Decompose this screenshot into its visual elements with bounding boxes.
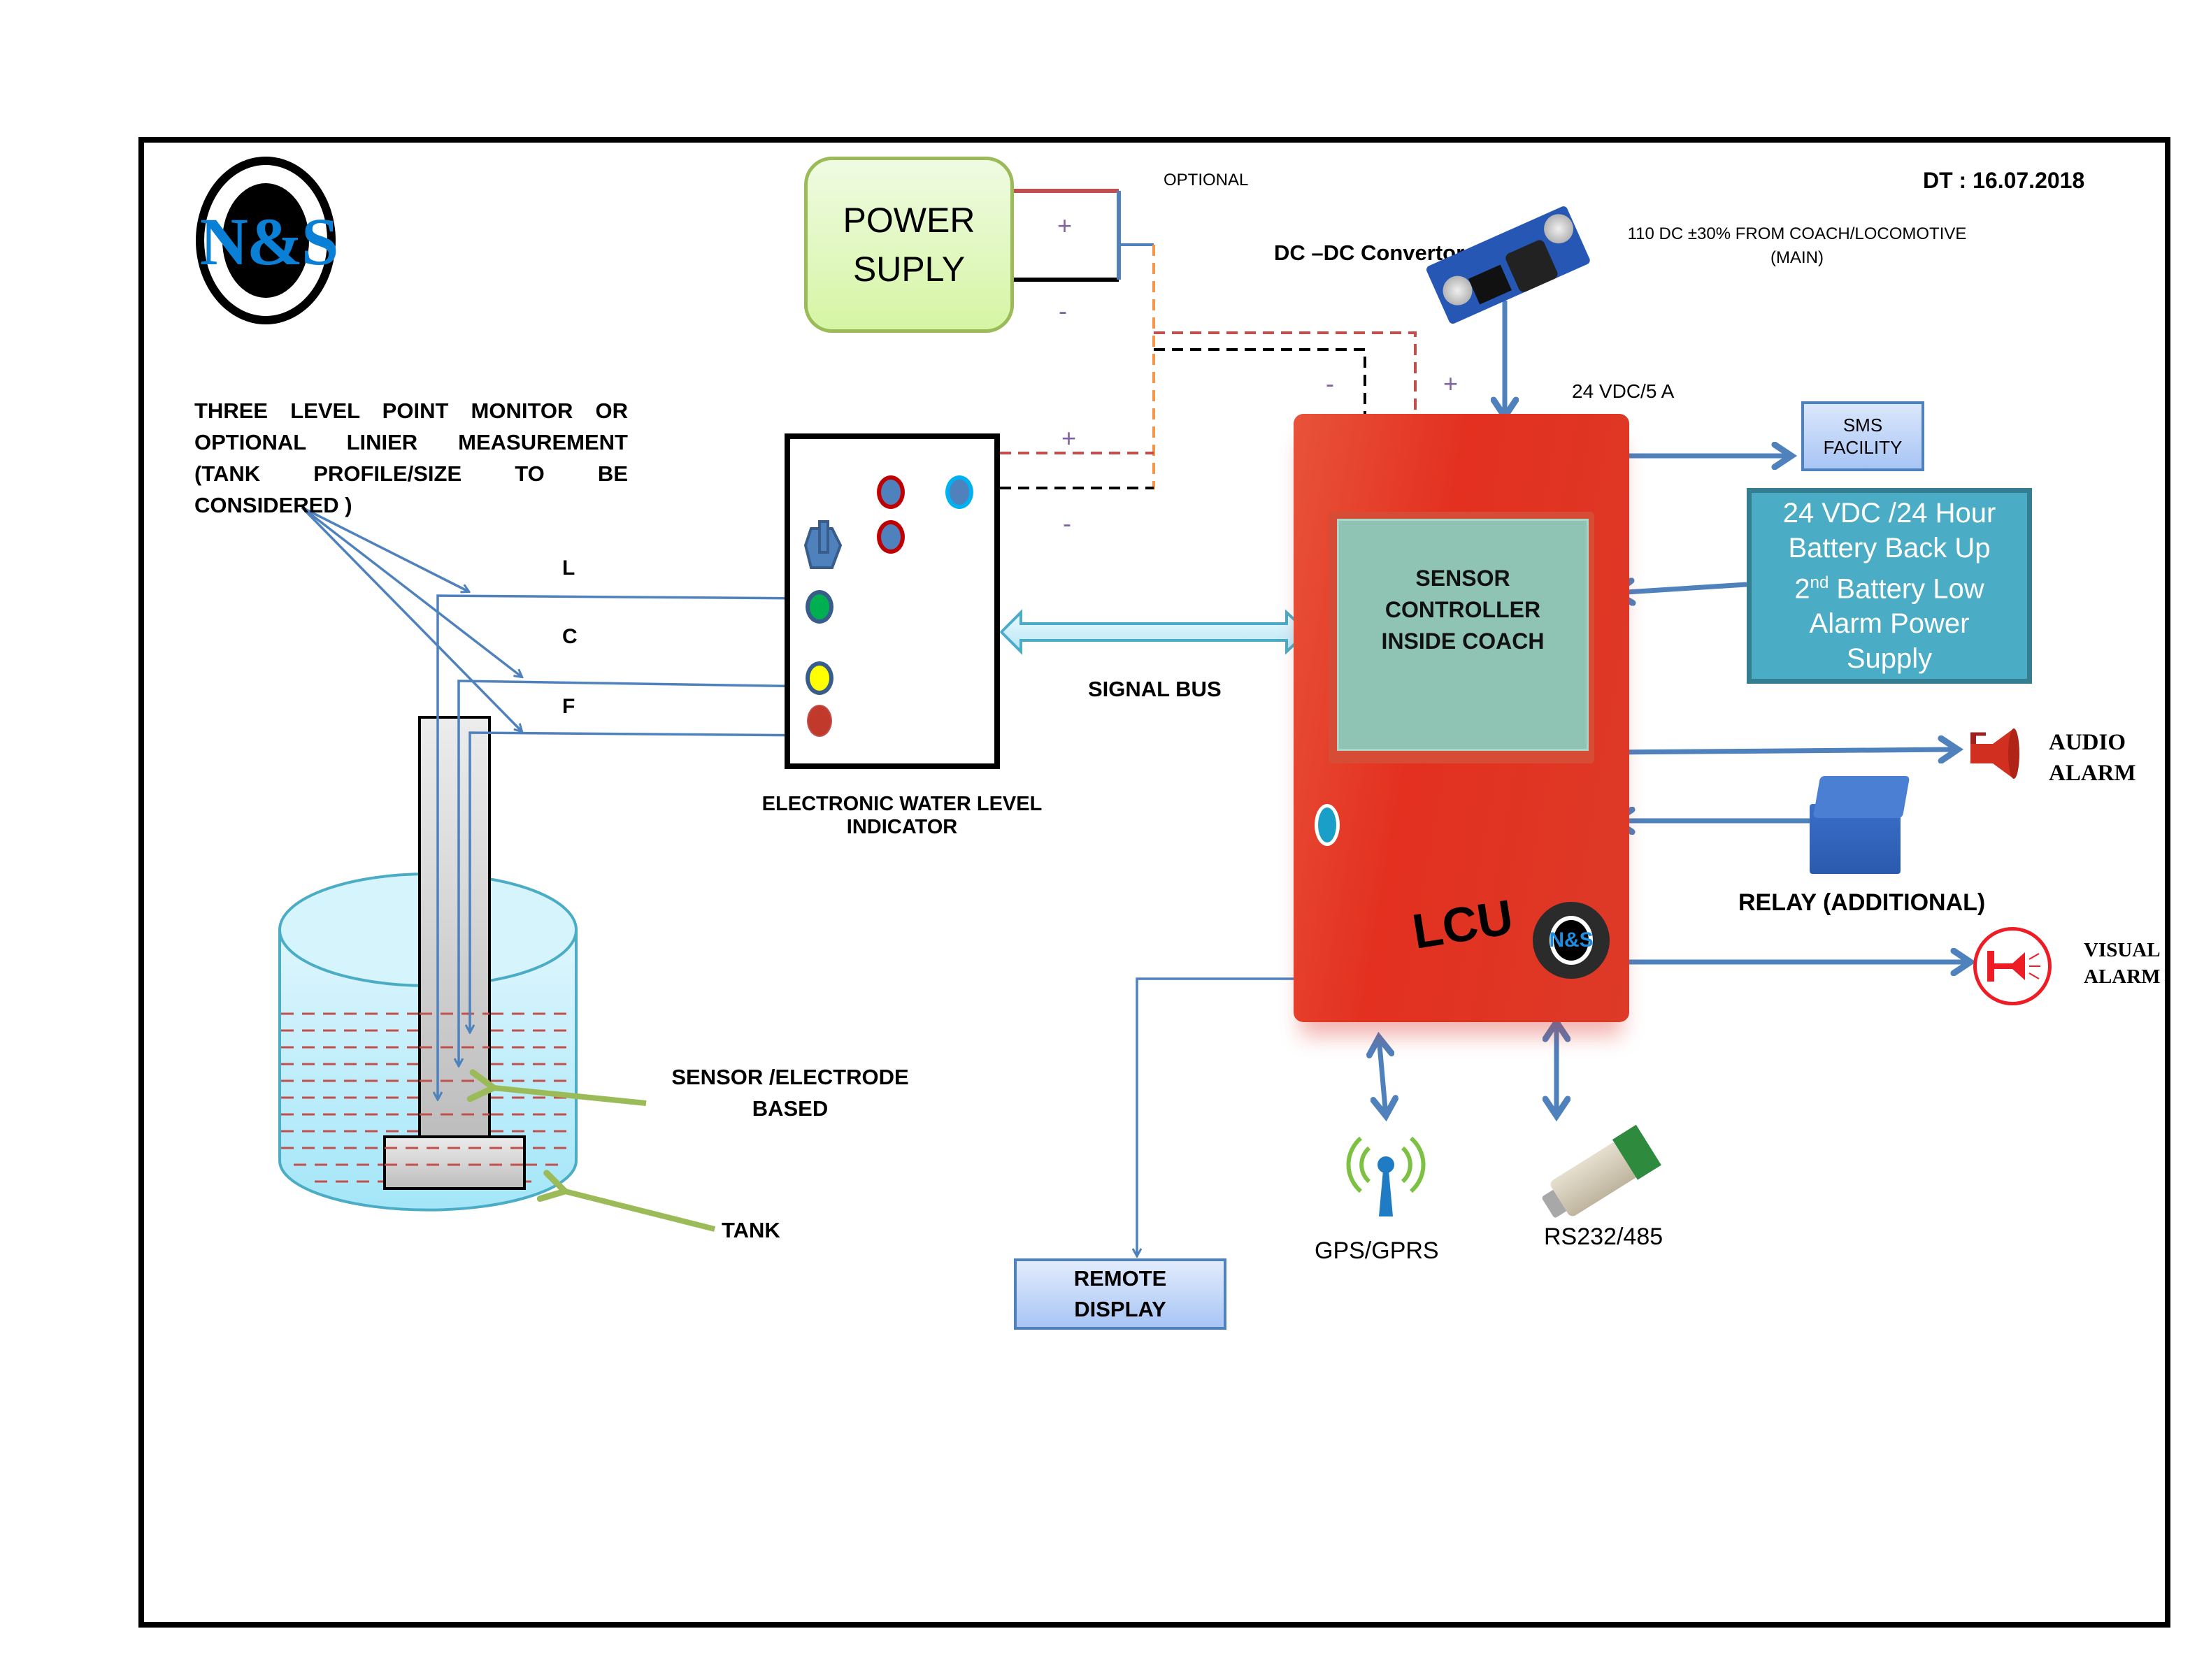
remote-display-line2: DISPLAY: [1074, 1297, 1166, 1321]
sms-line1: SMS: [1842, 415, 1883, 436]
lcu-key-switch[interactable]: [1315, 804, 1340, 846]
remote-display-box: REMOTE DISPLAY: [1014, 1258, 1226, 1330]
sms-line2: FACILITY: [1823, 437, 1903, 458]
power-supply-line2: SUPLY: [852, 250, 966, 289]
battery-line4: Alarm Power: [1809, 608, 1970, 640]
lcu-screen-line1: SENSOR: [1415, 566, 1510, 591]
ewli-plus-sign: +: [1061, 424, 1077, 452]
lcu-badge-text: N&S: [1549, 916, 1594, 965]
ewli-caption: ELECTRONIC WATER LEVEL INDICATOR: [755, 793, 1049, 839]
diagram-frame: [138, 137, 2170, 1628]
dcdc-input-note: 110 DC ±30% FROM COACH/LOCOMOTIVE (MAIN): [1615, 222, 1979, 270]
battery-line1: 24 VDC /24 Hour: [1782, 497, 1996, 529]
lcu-screen-line3: INSIDE COACH: [1381, 629, 1545, 654]
lcu-logo-badge: N&S: [1533, 902, 1610, 979]
power-supply-box: POWER SUPLY: [804, 157, 1014, 333]
indicator-led-red-ring-2: [877, 520, 905, 554]
indicator-led-red-ring-1: [877, 475, 905, 509]
signal-bus-label: SIGNAL BUS: [1088, 677, 1222, 701]
indicator-led-c: [806, 661, 833, 695]
dcdc-label: DC –DC Convertor: [1274, 240, 1465, 265]
tank-label: TANK: [722, 1218, 780, 1242]
visual-alarm-icon: [1973, 927, 2052, 1005]
water-level-indicator: [785, 433, 1000, 769]
indicator-led-f: [807, 705, 832, 737]
sensor-label: SENSOR /ELECTRODE BASED: [671, 1065, 909, 1121]
audio-alarm-label: AUDIO ALARM: [2049, 730, 2136, 786]
lcu-display-panel: SENSOR CONTROLLER INSIDE COACH: [1337, 519, 1589, 751]
indicator-led-l: [806, 590, 833, 624]
lcu-minus-sign: -: [1326, 369, 1334, 398]
battery-line5: Supply: [1846, 643, 1933, 675]
ewli-caption-line1: ELECTRONIC WATER LEVEL: [761, 793, 1043, 815]
logo-text: N&S: [199, 204, 339, 279]
rs232-label: RS232/485: [1544, 1223, 1663, 1250]
ewli-caption-line2: INDICATOR: [846, 816, 958, 838]
battery-line3: 2nd Battery Low: [1794, 573, 1984, 605]
ewli-minus-sign: -: [1063, 509, 1071, 538]
ps-minus-sign: -: [1059, 296, 1067, 325]
level-label-f: F: [562, 695, 575, 718]
dcdc-input-line1: 110 DC ±30% FROM COACH/LOCOMOTIVE: [1627, 224, 1967, 243]
lcu-screen-line2: CONTROLLER: [1384, 597, 1541, 622]
visual-alarm-label: VISUAL ALARM: [2084, 939, 2161, 988]
relay-icon: [1810, 776, 1915, 881]
battery-backup-box: 24 VDC /24 Hour Battery Back Up 2nd Batt…: [1747, 488, 2032, 684]
battery-line2: Battery Back Up: [1788, 532, 1991, 563]
level-label-c: C: [562, 625, 578, 648]
remote-display-line1: REMOTE: [1073, 1266, 1167, 1291]
level-label-l: L: [562, 557, 575, 580]
power-supply-line1: POWER: [843, 201, 975, 240]
gps-label: GPS/GPRS: [1315, 1237, 1439, 1264]
company-logo: N&S: [154, 154, 378, 329]
ps-plus-sign: +: [1057, 211, 1073, 240]
lcu-plus-sign: +: [1443, 369, 1459, 398]
relay-label: RELAY (ADDITIONAL): [1738, 889, 1986, 916]
dcdc-output-label: 24 VDC/5 A: [1572, 380, 1675, 402]
sms-facility-box: SMS FACILITY: [1801, 401, 1924, 471]
system-description: THREE LEVEL POINT MONITOR OR OPTIONAL LI…: [194, 399, 628, 517]
optional-label: OPTIONAL: [1164, 171, 1249, 189]
dcdc-input-line2: (MAIN): [1770, 248, 1824, 267]
toggle-switch-icon[interactable]: [804, 520, 846, 572]
document-date: DT : 16.07.2018: [1923, 168, 2085, 193]
indicator-led-cyan-ring: [945, 475, 973, 509]
